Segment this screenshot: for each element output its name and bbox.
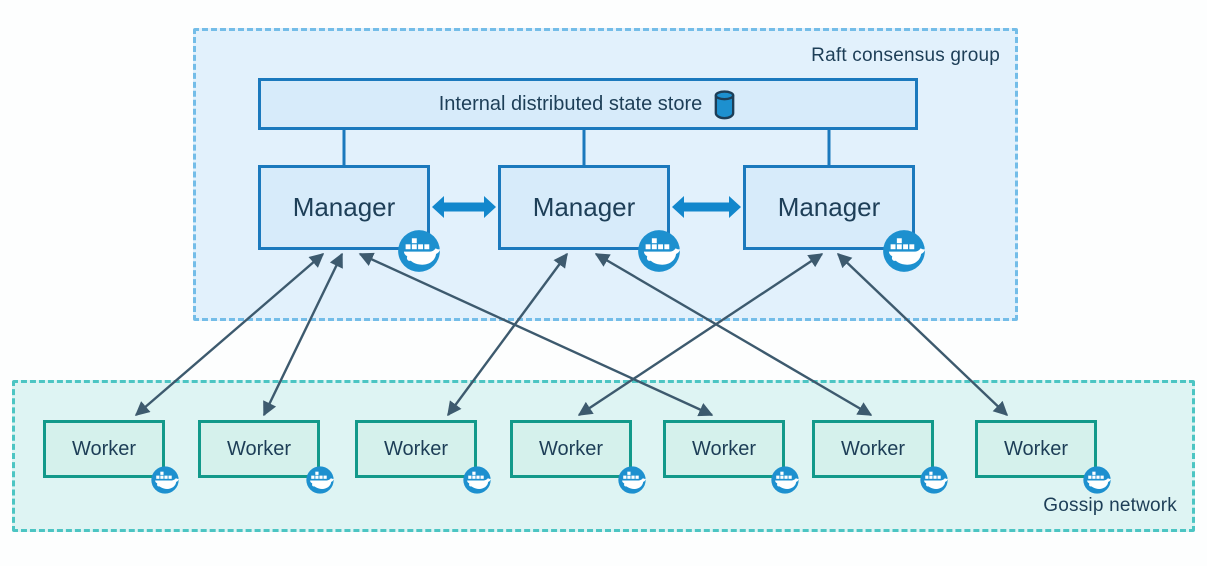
worker-label: Worker — [71, 437, 137, 460]
gossip-network-label: Gossip network — [1043, 495, 1177, 516]
worker-node-6: Worker — [812, 420, 934, 478]
worker-node-3: Worker — [355, 420, 477, 478]
raft-group-label: Raft consensus group — [811, 45, 1000, 66]
worker-label: Worker — [1003, 437, 1069, 460]
manager-label: Manager — [777, 192, 881, 222]
worker-label: Worker — [691, 437, 757, 460]
worker-node-2: Worker — [198, 420, 320, 478]
worker-label: Worker — [383, 437, 449, 460]
manager-label: Manager — [532, 192, 636, 222]
worker-node-5: Worker — [663, 420, 785, 478]
state-store-node: Internal distributed state store — [258, 78, 918, 130]
manager-node-2: Manager — [498, 165, 670, 250]
database-cylinder-icon — [714, 89, 735, 119]
manager-node-3: Manager — [743, 165, 915, 250]
manager-node-1: Manager — [258, 165, 430, 250]
worker-node-4: Worker — [510, 420, 632, 478]
state-store-label: Internal distributed state store — [438, 92, 703, 115]
worker-label: Worker — [840, 437, 906, 460]
worker-label: Worker — [538, 437, 604, 460]
manager-label: Manager — [292, 192, 396, 222]
worker-node-1: Worker — [43, 420, 165, 478]
worker-node-7: Worker — [975, 420, 1097, 478]
worker-label: Worker — [226, 437, 292, 460]
